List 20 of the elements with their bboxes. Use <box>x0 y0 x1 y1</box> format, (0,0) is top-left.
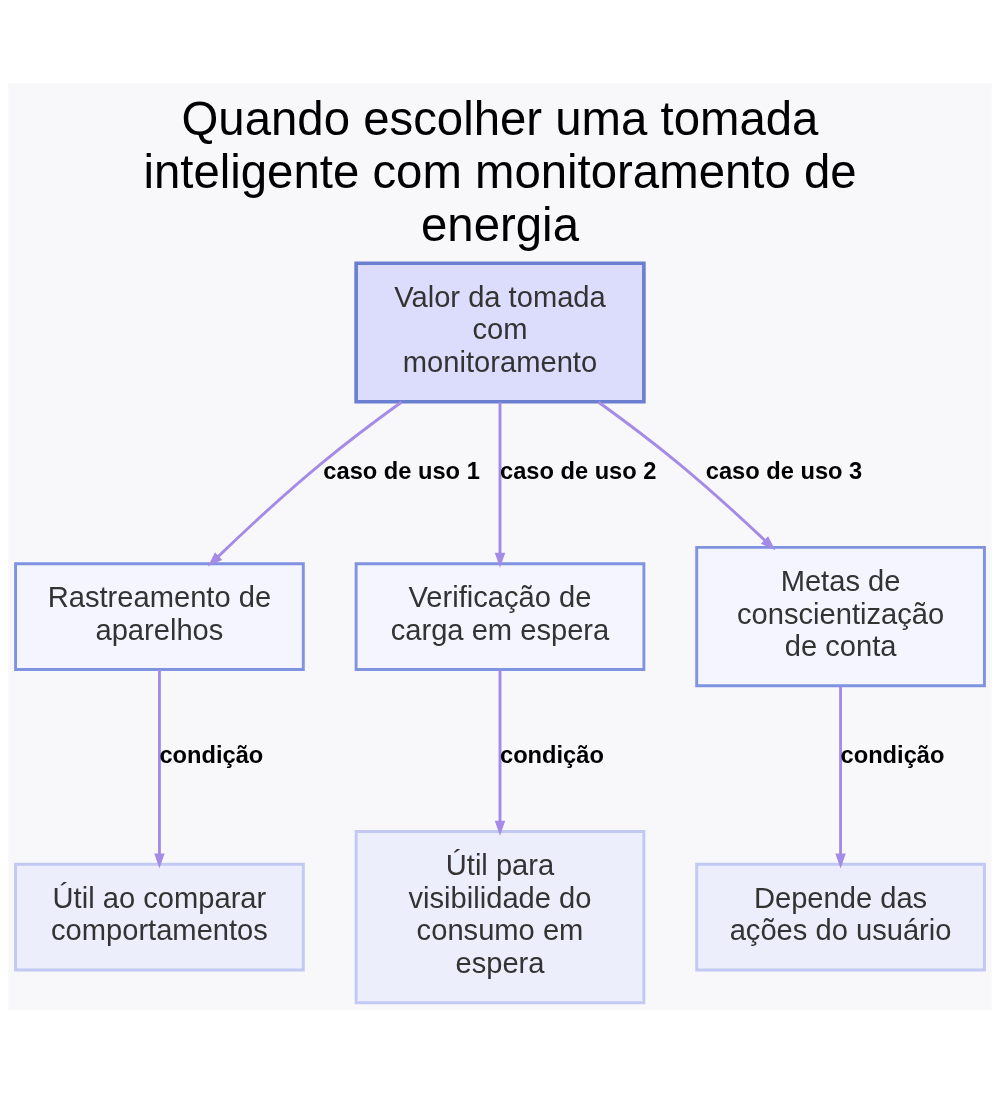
arrow <box>494 669 506 836</box>
edge-label: condição <box>500 742 604 769</box>
arrow <box>154 669 165 869</box>
node-box: Valor da tomada com monitoramento <box>354 261 646 404</box>
edge-label: caso de uso 3 <box>705 457 863 484</box>
node-box: Rastreamento de aparelhos <box>14 562 305 671</box>
arrow <box>494 402 506 568</box>
node-box: Útil ao comparar comportamentos <box>14 862 305 972</box>
edge-label: caso de uso 1 <box>323 457 480 484</box>
edge-label: condição <box>840 742 945 769</box>
arrow <box>207 400 403 567</box>
node-box: Útil para visibilidade do consumo em espera <box>354 830 646 1005</box>
arrow <box>597 400 776 551</box>
arrow <box>835 686 846 869</box>
edge-label: caso de uso 2 <box>500 457 657 484</box>
node-box: Metas de conscientização de conta <box>695 545 986 688</box>
edge-label: condição <box>159 742 264 769</box>
diagram-title: Quando escolher uma tomada inteligente com monitoramento de energia <box>143 92 857 252</box>
node-box: Verificação de carga em espera <box>354 562 646 671</box>
node-box: Depende das ações do usuário <box>695 862 986 972</box>
